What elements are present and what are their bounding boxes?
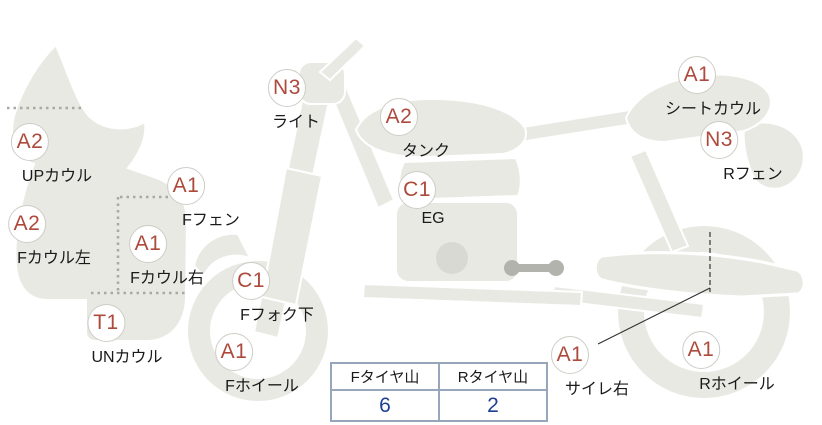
part-name: サイレ右	[564, 381, 630, 398]
condition-badge: A1	[682, 331, 720, 369]
engine-crank-cover	[436, 242, 468, 274]
seat-cowl	[624, 73, 772, 144]
tire-table-value-rear: 2	[438, 389, 548, 422]
condition-code: A1	[134, 232, 162, 255]
condition-badge: A2	[379, 98, 418, 136]
part-label-rear-wheel: A1 Rホイール	[663, 331, 775, 394]
part-label-engine: C1 EG	[398, 171, 445, 228]
part-label-front-cowl-left: A2 Fカウル左	[0, 205, 91, 268]
part-label-seat-cowl: A1 シートカウル	[649, 56, 761, 119]
front-fender	[192, 232, 252, 278]
part-label-rear-fender: N3 Rフェン	[689, 121, 783, 184]
condition-badge: N3	[700, 121, 738, 159]
part-label-front-fork-lower: C1 Fフォク下	[214, 262, 314, 325]
condition-code: A1	[220, 340, 248, 363]
rear-fender	[742, 121, 805, 190]
rear-shock	[628, 148, 690, 254]
tire-table-value-front: 6	[330, 389, 440, 422]
part-name: Fカウル左	[17, 250, 91, 267]
condition-badge: A2	[8, 205, 46, 243]
condition-badge: A2	[10, 123, 49, 161]
part-name: EG	[421, 210, 445, 227]
seat-rail	[514, 106, 648, 144]
part-label-front-cowl-right: A1 Fカウル右	[111, 225, 204, 288]
condition-code: T1	[93, 311, 119, 334]
condition-badge: A1	[215, 333, 253, 371]
lower-frame-rail	[361, 282, 584, 308]
part-label-front-fender: A1 Fフェン	[157, 167, 240, 230]
condition-code: A1	[687, 338, 715, 361]
cowl-parts-set	[7, 43, 190, 342]
part-label-headlight: N3 ライト	[263, 69, 320, 132]
part-name: UPカウル	[21, 168, 93, 185]
condition-code: A2	[16, 130, 44, 153]
condition-code: A1	[556, 343, 584, 366]
handlebar	[318, 36, 367, 82]
condition-badge: A1	[677, 56, 716, 94]
part-name: ライト	[271, 114, 321, 131]
part-label-tank: A2 タンク	[375, 98, 450, 161]
engine-block	[395, 201, 519, 283]
condition-badge: A1	[167, 167, 205, 205]
part-name: シートカウル	[664, 101, 762, 118]
silencer-pointer-line	[597, 232, 711, 345]
condition-code: A2	[385, 105, 413, 128]
condition-code: A1	[172, 174, 200, 197]
part-name: Fフォク下	[240, 307, 314, 324]
part-label-silencer-right: A1 サイレ右	[538, 336, 629, 399]
cowl-divider-dotted-lines	[7, 106, 190, 295]
muffler	[593, 251, 806, 299]
part-name: Fフェン	[182, 212, 240, 229]
condition-code: A2	[13, 212, 41, 235]
condition-badge: A1	[129, 225, 167, 263]
part-name: Rホイール	[699, 376, 775, 393]
part-name: Fホイール	[225, 378, 299, 395]
condition-code: N3	[273, 76, 301, 99]
condition-badge: C1	[232, 262, 270, 300]
tire-tread-table: Fタイヤ山 Rタイヤ山 6 2	[330, 362, 548, 422]
part-label-under-cowl: T1 UNカウル	[70, 304, 163, 367]
part-label-upper-cowl: A2 UPカウル	[0, 123, 92, 186]
rear-frame	[514, 106, 706, 320]
condition-code: A1	[683, 63, 711, 86]
condition-badge: C1	[398, 171, 436, 209]
condition-code: C1	[237, 269, 265, 292]
front-fork-lower	[260, 166, 324, 307]
condition-badge: T1	[87, 304, 125, 342]
condition-badge: N3	[267, 69, 306, 107]
part-name: Fカウル右	[130, 270, 204, 287]
tire-table-header-front: Fタイヤ山	[330, 362, 440, 391]
part-name: UNカウル	[91, 349, 163, 366]
condition-code: C1	[403, 178, 431, 201]
tire-table-header-rear: Rタイヤ山	[438, 362, 548, 391]
part-label-front-wheel: A1 Fホイール	[197, 333, 299, 396]
footpeg	[504, 260, 564, 276]
condition-badge: A1	[550, 336, 589, 374]
part-name: Rフェン	[723, 166, 783, 183]
condition-code: N3	[705, 128, 733, 151]
part-name: タンク	[401, 143, 451, 160]
